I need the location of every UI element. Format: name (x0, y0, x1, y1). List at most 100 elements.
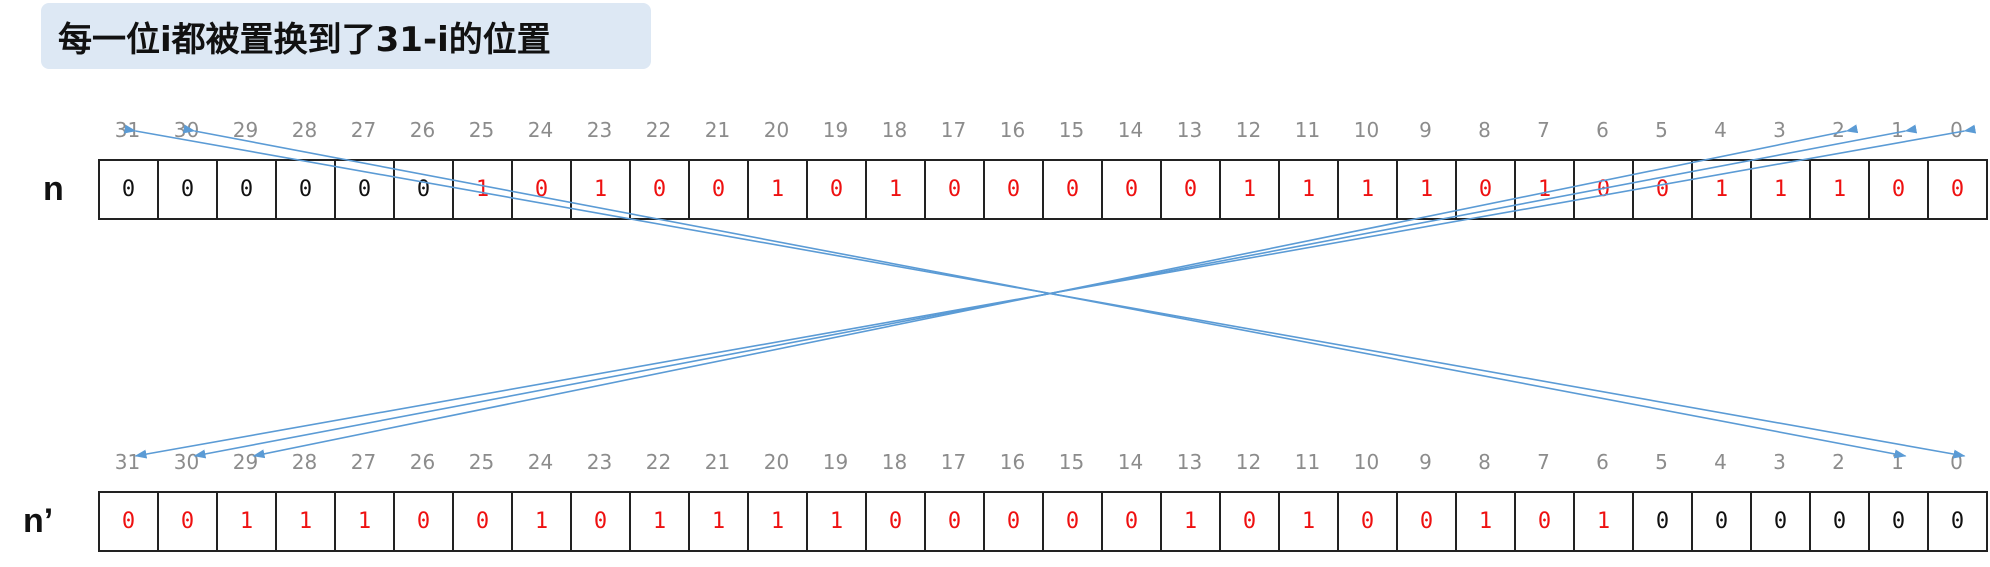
n-bit-23: 1 (572, 161, 631, 218)
n-index-11: 11 (1294, 118, 1321, 142)
n-prime-bit-1: 0 (1870, 493, 1929, 550)
n-prime-bit-30: 0 (159, 493, 218, 550)
n-prime-index-6: 6 (1596, 450, 1609, 474)
n-bit-3: 1 (1752, 161, 1811, 218)
n-prime-bit-9: 0 (1398, 493, 1457, 550)
n-bit-2: 1 (1811, 161, 1870, 218)
n-prime-index-8: 8 (1478, 450, 1491, 474)
n-bit-10: 1 (1339, 161, 1398, 218)
n-prime-bit-6: 1 (1575, 493, 1634, 550)
n-prime-index-2: 2 (1832, 450, 1845, 474)
n-prime-bit-8: 1 (1457, 493, 1516, 550)
n-index-24: 24 (527, 118, 554, 142)
n-prime-bit-23: 0 (572, 493, 631, 550)
n-bit-28: 0 (277, 161, 336, 218)
n-prime-bit-25: 0 (454, 493, 513, 550)
n-prime-index-10: 10 (1353, 450, 1380, 474)
n-prime-bit-15: 0 (1044, 493, 1103, 550)
n-bit-12: 1 (1221, 161, 1280, 218)
title-banner: 每一位i都被置换到了31-i的位置 (41, 3, 651, 69)
n-prime-bit-3: 0 (1752, 493, 1811, 550)
n-prime-index-30: 30 (173, 450, 200, 474)
n-prime-index-14: 14 (1117, 450, 1144, 474)
n-index-17: 17 (940, 118, 967, 142)
n-bit-25: 1 (454, 161, 513, 218)
n-prime-bit-28: 1 (277, 493, 336, 550)
n-prime-index-20: 20 (763, 450, 790, 474)
n-index-7: 7 (1537, 118, 1550, 142)
n-bit-24: 0 (513, 161, 572, 218)
n-bit-30: 0 (159, 161, 218, 218)
n-prime-index-16: 16 (999, 450, 1026, 474)
n-prime-bit-12: 0 (1221, 493, 1280, 550)
n-bit-7: 1 (1516, 161, 1575, 218)
n-prime-bit-14: 0 (1103, 493, 1162, 550)
n-bit-22: 0 (631, 161, 690, 218)
n-index-16: 16 (999, 118, 1026, 142)
n-prime-index-11: 11 (1294, 450, 1321, 474)
n-prime-bit-4: 0 (1693, 493, 1752, 550)
n-prime-bit-5: 0 (1634, 493, 1693, 550)
n-bit-5: 0 (1634, 161, 1693, 218)
n-prime-index-26: 26 (409, 450, 436, 474)
n-bit-8: 0 (1457, 161, 1516, 218)
n-prime-bit-27: 1 (336, 493, 395, 550)
n-index-3: 3 (1773, 118, 1786, 142)
n-bit-26: 0 (395, 161, 454, 218)
n-prime-bit-11: 1 (1280, 493, 1339, 550)
n-index-22: 22 (645, 118, 672, 142)
n-prime-index-4: 4 (1714, 450, 1727, 474)
page-title: 每一位i都被置换到了31-i的位置 (58, 19, 551, 60)
row-label-n-prime: n’ (23, 502, 54, 540)
n-prime-bit-0: 0 (1929, 493, 1988, 550)
n-bit-4: 1 (1693, 161, 1752, 218)
n-index-23: 23 (586, 118, 613, 142)
n-prime-index-23: 23 (586, 450, 613, 474)
n-index-1: 1 (1891, 118, 1904, 142)
n-bit-11: 1 (1280, 161, 1339, 218)
n-prime-bit-13: 1 (1162, 493, 1221, 550)
n-prime-index-27: 27 (350, 450, 377, 474)
n-bit-31: 0 (100, 161, 159, 218)
n-index-21: 21 (704, 118, 731, 142)
n-prime-bit-10: 0 (1339, 493, 1398, 550)
n-bit-1: 0 (1870, 161, 1929, 218)
n-prime-bit-22: 1 (631, 493, 690, 550)
n-index-12: 12 (1235, 118, 1262, 142)
n-prime-index-3: 3 (1773, 450, 1786, 474)
n-prime-index-13: 13 (1176, 450, 1203, 474)
n-prime-index-28: 28 (291, 450, 318, 474)
n-index-30: 30 (173, 118, 200, 142)
n-prime-index-12: 12 (1235, 450, 1262, 474)
n-prime-bit-29: 1 (218, 493, 277, 550)
n-index-5: 5 (1655, 118, 1668, 142)
n-index-13: 13 (1176, 118, 1203, 142)
n-prime-bit-2: 0 (1811, 493, 1870, 550)
n-index-6: 6 (1596, 118, 1609, 142)
n-prime-bit-7: 0 (1516, 493, 1575, 550)
n-prime-bit-16: 0 (985, 493, 1044, 550)
n-prime-bit-20: 1 (749, 493, 808, 550)
n-prime-index-25: 25 (468, 450, 495, 474)
n-prime-bit-31: 0 (100, 493, 159, 550)
n-index-26: 26 (409, 118, 436, 142)
n-index-18: 18 (881, 118, 908, 142)
n-prime-index-17: 17 (940, 450, 967, 474)
n-prime-index-5: 5 (1655, 450, 1668, 474)
n-prime-index-22: 22 (645, 450, 672, 474)
n-index-20: 20 (763, 118, 790, 142)
n-bit-16: 0 (985, 161, 1044, 218)
n-bit-21: 0 (690, 161, 749, 218)
n-index-2: 2 (1832, 118, 1845, 142)
n-index-4: 4 (1714, 118, 1727, 142)
n-prime-index-29: 29 (232, 450, 259, 474)
n-index-29: 29 (232, 118, 259, 142)
n-bit-27: 0 (336, 161, 395, 218)
n-bit-18: 1 (867, 161, 926, 218)
n-bit-13: 0 (1162, 161, 1221, 218)
n-index-0: 0 (1950, 118, 1963, 142)
n-prime-index-31: 31 (114, 450, 141, 474)
